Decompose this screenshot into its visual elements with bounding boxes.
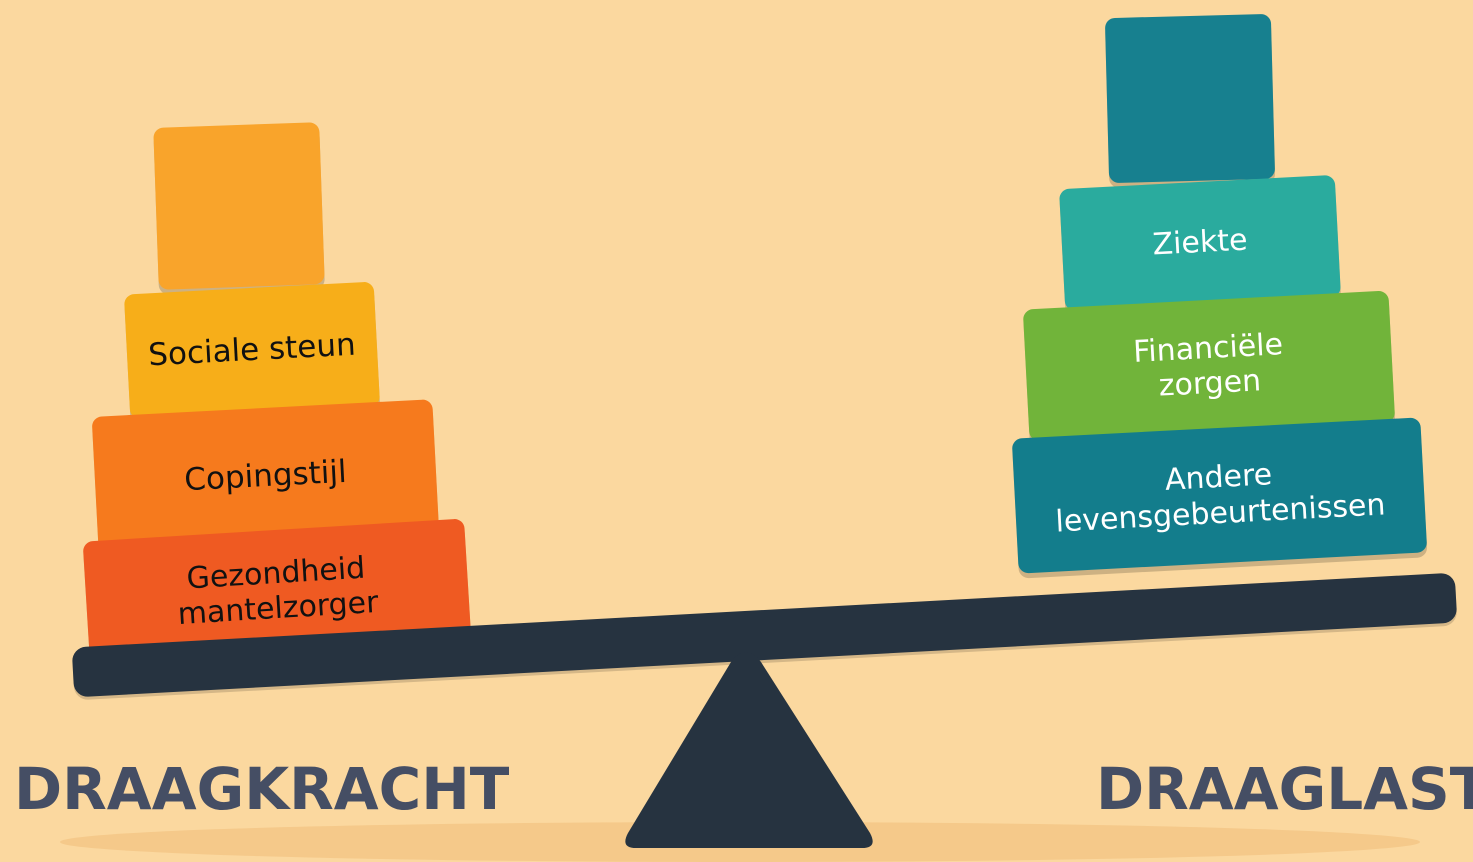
- right-block-ziekte: Ziekte: [1058, 174, 1342, 312]
- label-draagkracht: DRAAGKRACHT: [14, 755, 510, 823]
- left-block-sociale-steun: Sociale steun: [123, 281, 381, 420]
- label-draaglast: DRAAGLAST: [1096, 755, 1473, 823]
- left-top-block: [153, 122, 325, 290]
- fulcrum-triangle: [625, 652, 873, 848]
- right-top-block: [1104, 13, 1276, 184]
- right-block-andere-levensgebeurtenissen: Andere levensgebeurtenissen: [1011, 417, 1428, 574]
- right-block-financiele-zorgen: Financiële zorgen: [1022, 290, 1396, 442]
